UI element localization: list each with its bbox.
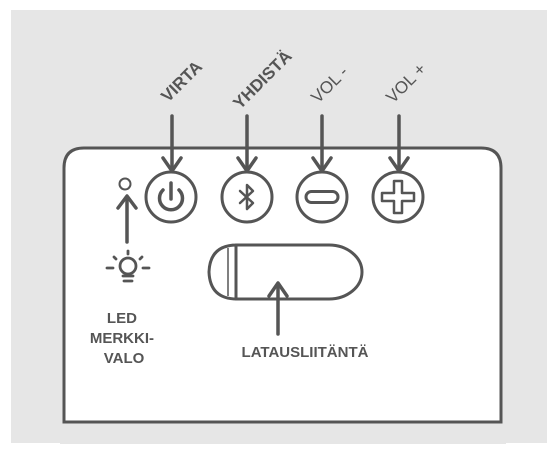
volume-up-button[interactable] [371,170,425,224]
bluetooth-icon [238,183,255,211]
charging-port-arrow [267,281,289,336]
led-label-line-3: VALO [104,350,145,367]
led-indicator [118,177,132,191]
led-label: LED MERKKI- VALO [90,310,158,367]
panel-cutoff [60,424,506,444]
bluetooth-button[interactable] [220,170,274,224]
power-button[interactable] [144,170,198,224]
power-icon [157,181,185,212]
led-label-line-1: LED [107,310,137,327]
volume-down-button[interactable] [295,170,349,224]
led-arrow [116,194,138,244]
charging-port[interactable] [207,243,364,301]
charging-port-label: LATAUSLIITÄNTÄ [242,344,369,361]
plus-icon [380,179,416,215]
lightbulb-icon [105,249,151,283]
minus-icon [304,190,340,204]
led-label-line-2: MERKKI- [90,330,154,347]
